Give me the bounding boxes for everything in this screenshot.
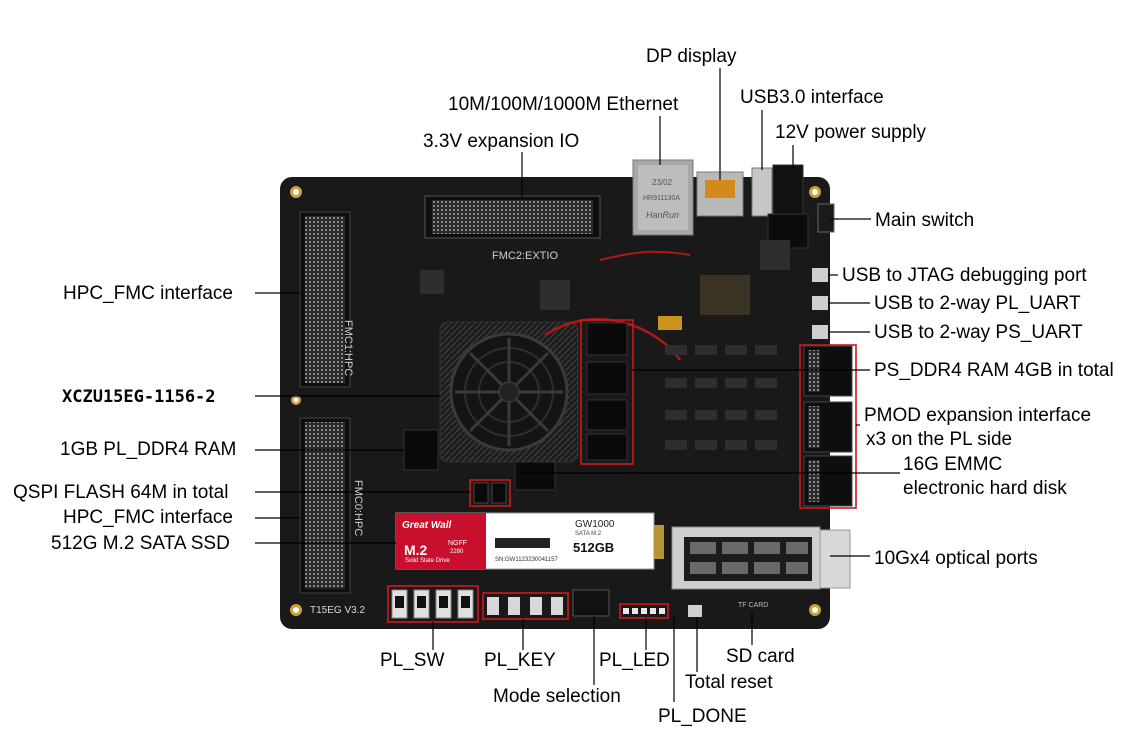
label-total-reset: Total reset xyxy=(685,672,773,693)
m2-ssd xyxy=(395,512,664,570)
label-hpc-fmc-top: HPC_FMC interface xyxy=(63,283,233,304)
emmc-chip xyxy=(514,461,556,491)
label-usb-jtag: USB to JTAG debugging port xyxy=(842,265,1087,286)
label-pl-key: PL_KEY xyxy=(484,650,556,671)
label-ethernet: 10M/100M/1000M Ethernet xyxy=(448,94,679,115)
usb3-connector xyxy=(751,167,773,217)
pl-ddr4-chip xyxy=(403,429,439,471)
jack-date: 23/02 xyxy=(652,178,673,187)
pmod-headers xyxy=(803,345,853,507)
qspi-chips xyxy=(473,482,507,504)
label-hpc-fmc-bottom: HPC_FMC interface xyxy=(63,507,233,528)
label-usb3: USB3.0 interface xyxy=(740,87,884,108)
label-dp-display: DP display xyxy=(646,46,737,67)
mode-dip xyxy=(572,589,610,617)
label-usb-pl-uart: USB to 2-way PL_UART xyxy=(874,293,1081,314)
ssd-size-code: 2280 xyxy=(450,549,464,555)
label-sd-card: SD card xyxy=(726,646,795,667)
label-pl-led: PL_LED xyxy=(599,650,670,671)
ssd-drive-type: Solid State Drive xyxy=(405,558,450,564)
label-12v-power: 12V power supply xyxy=(775,122,927,143)
pl-switches xyxy=(391,589,474,619)
label-usb-ps-uart: USB to 2-way PS_UART xyxy=(874,322,1083,343)
pl-leds xyxy=(623,608,665,614)
main-switch xyxy=(817,203,835,233)
ssd-brand: Great Wall xyxy=(402,520,452,531)
fmc0-connector xyxy=(299,417,351,594)
label-pl-done: PL_DONE xyxy=(658,706,747,727)
dp-connector xyxy=(696,171,744,217)
ethernet-jack xyxy=(632,159,694,236)
jack-brand: HanRun xyxy=(646,210,680,220)
silk-tf-card: TF CARD xyxy=(738,602,769,609)
fan-wire-2 xyxy=(599,250,691,261)
ssd-capacity: 512GB xyxy=(573,540,615,555)
label-main-switch: Main switch xyxy=(875,210,975,231)
label-ssd: 512G M.2 SATA SSD xyxy=(51,533,230,554)
fan-heatsink xyxy=(439,321,579,463)
label-mode-selection: Mode selection xyxy=(493,686,621,707)
ps-ddr4-chips xyxy=(586,322,628,461)
label-qspi: QSPI FLASH 64M in total xyxy=(13,482,229,503)
ssd-interface: SATA M.2 xyxy=(575,531,602,537)
pl-keys xyxy=(487,597,563,615)
label-emmc-line1: 16G EMMC xyxy=(903,454,1003,475)
label-pmod-line2: x3 on the PL side xyxy=(866,429,1013,450)
label-optical: 10Gx4 optical ports xyxy=(874,548,1038,569)
micro-usb-ports xyxy=(812,268,828,339)
sfp-cage xyxy=(671,526,851,590)
silk-fmc0: FMC0:HPC xyxy=(352,480,364,537)
label-expansion-io: 3.3V expansion IO xyxy=(423,131,580,152)
ssd-ngff: NGFF xyxy=(448,540,468,547)
leader-lines xyxy=(255,68,900,702)
label-pl-sw: PL_SW xyxy=(380,650,445,671)
silk-fmc1: FMC1:HPC xyxy=(342,320,354,377)
label-ps-ddr4: PS_DDR4 RAM 4GB in total xyxy=(874,360,1114,381)
expansion-header xyxy=(424,195,601,239)
label-pl-ddr4: 1GB PL_DDR4 RAM xyxy=(60,439,237,460)
ssd-sn: SN:GW1123230041157 xyxy=(495,557,558,563)
label-chip: XCZU15EG-1156-2 xyxy=(62,387,216,407)
mounting-holes xyxy=(290,186,821,616)
ssd-form: M.2 xyxy=(404,542,428,558)
jack-model: HR911130A xyxy=(643,195,681,202)
reset-button xyxy=(688,605,702,617)
ssd-model: GW1000 xyxy=(575,519,615,530)
label-emmc-line2: electronic hard disk xyxy=(903,478,1067,499)
label-pmod-line1: PMOD expansion interface xyxy=(864,405,1092,426)
silk-fmc-ext: FMC2:EXTIO xyxy=(492,250,559,262)
silk-version: T15EG V3.2 xyxy=(310,605,366,616)
components-scatter xyxy=(420,240,790,450)
fmc1-connector xyxy=(299,211,351,388)
power-jack xyxy=(767,164,809,249)
